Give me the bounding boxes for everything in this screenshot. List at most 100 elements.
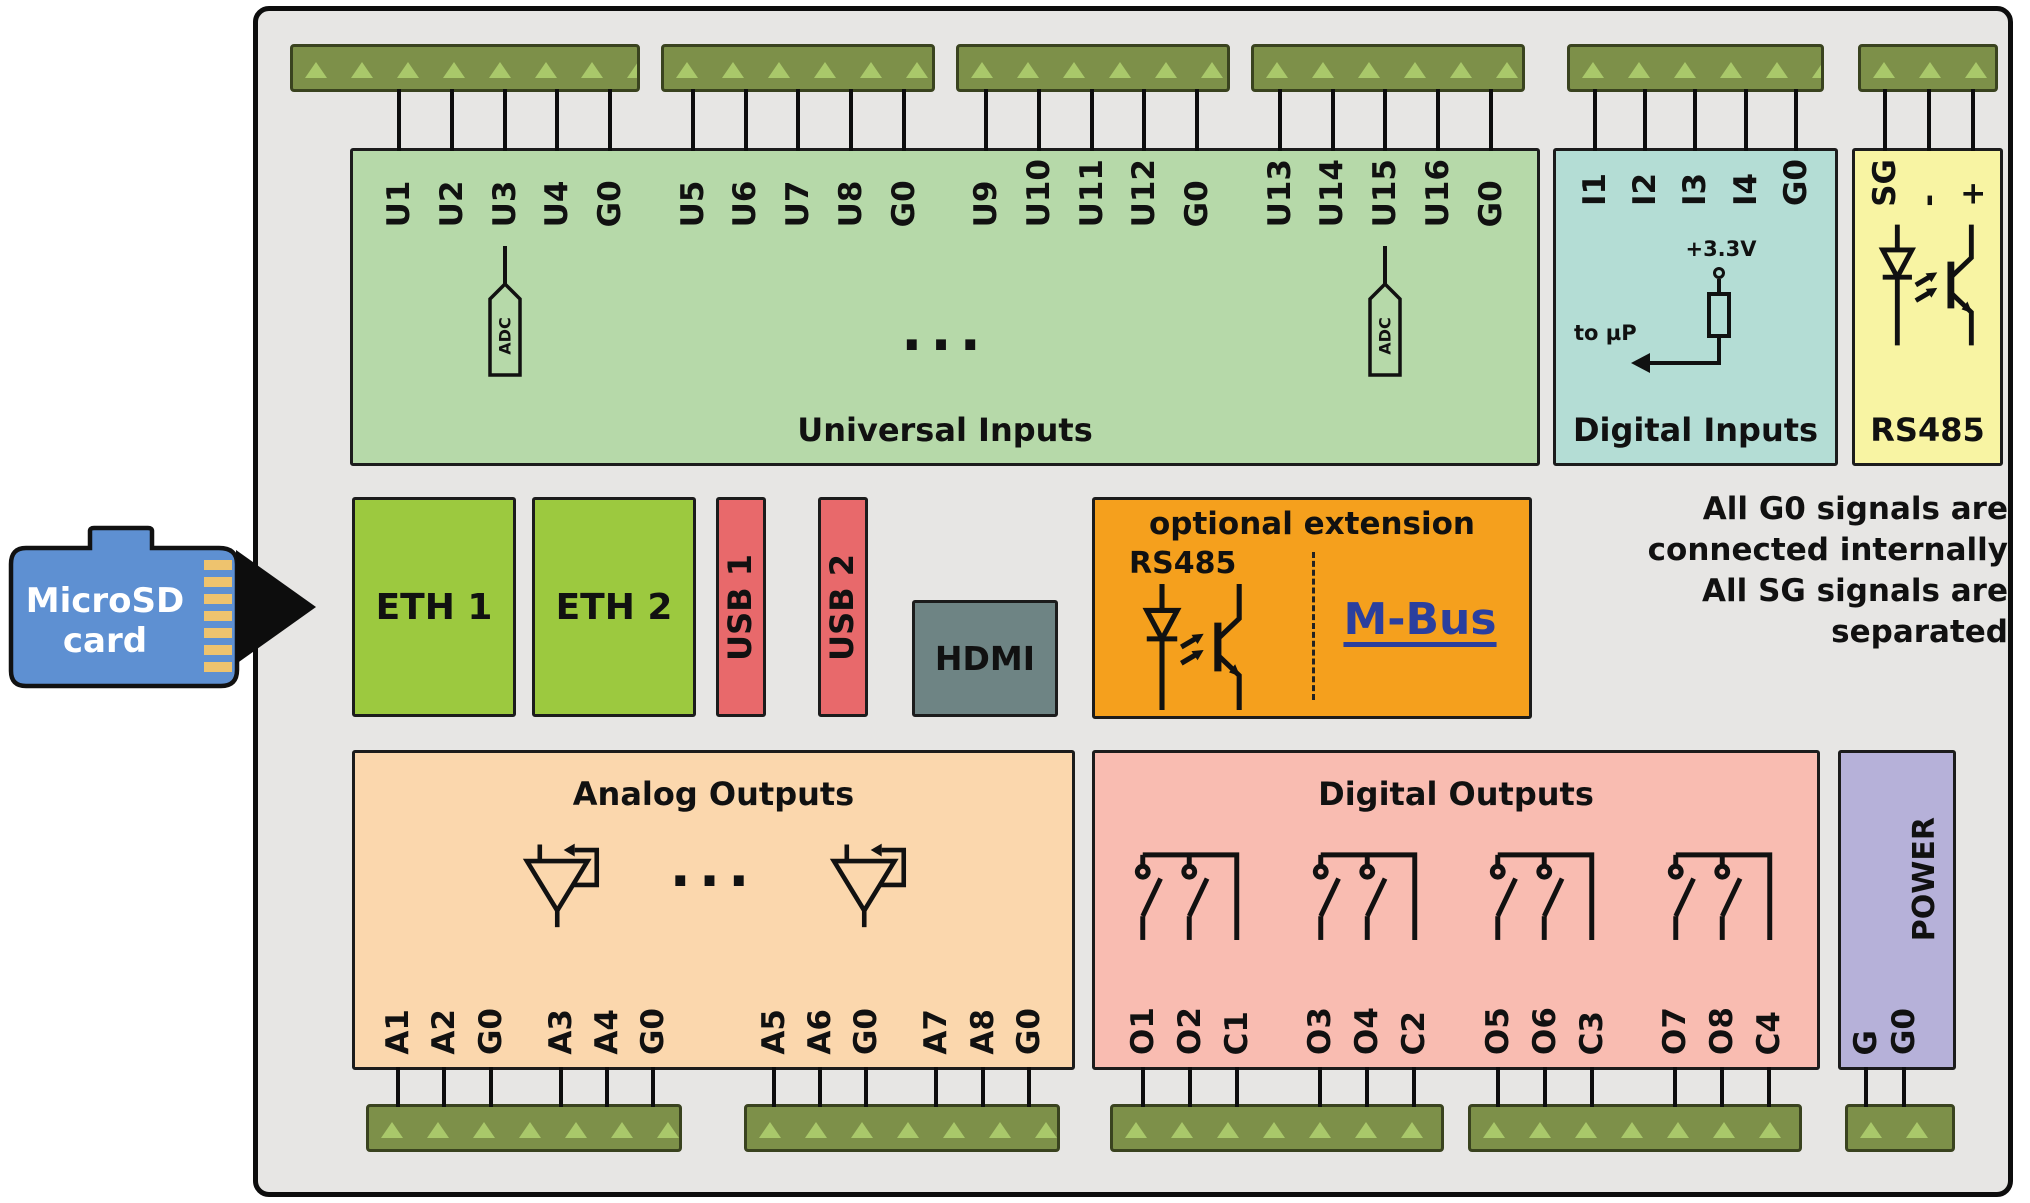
rs485-pin-row: SG - + bbox=[1855, 89, 2000, 207]
pin-o1: O1 bbox=[1121, 917, 1165, 1107]
pin-a8: A8 bbox=[961, 917, 1005, 1107]
pin-wire bbox=[1593, 89, 1598, 151]
terminal-markers-icon bbox=[369, 1107, 679, 1149]
eth2-port: ETH 2 bbox=[532, 497, 696, 717]
universal-inputs-pin-row: U1 U2 U3 U4 G0 U5 U6 U7 U8 G0 U9 U10 U11… bbox=[353, 89, 1537, 228]
digital-outputs-panel: Digital Outputs O1 O2 C1 O3 O4 C2 O5 O6 … bbox=[1092, 750, 1820, 1107]
pin-wire bbox=[488, 1067, 493, 1107]
divider bbox=[1312, 552, 1315, 700]
resistor-icon bbox=[1707, 292, 1731, 338]
pin-c4: C4 bbox=[1747, 917, 1791, 1107]
pin-g0: G0 bbox=[1774, 89, 1818, 206]
panel-title: Universal Inputs bbox=[797, 411, 1093, 449]
pin-o3: O3 bbox=[1298, 917, 1342, 1107]
note-text: All G0 signals are connected internally … bbox=[1540, 489, 2008, 653]
terminal-markers-icon bbox=[1113, 1107, 1441, 1149]
pin-o7: O7 bbox=[1653, 917, 1697, 1107]
pin-label: U1 bbox=[381, 180, 418, 228]
pin-label: U8 bbox=[832, 180, 869, 228]
arrow-right-icon bbox=[236, 550, 316, 664]
pin-label: U15 bbox=[1367, 159, 1404, 228]
terminal-markers-icon bbox=[1861, 47, 1995, 89]
pin-o8: O8 bbox=[1700, 917, 1744, 1107]
opamp-icon bbox=[830, 843, 907, 928]
pin-label: G bbox=[1847, 1029, 1884, 1055]
pin-label: G0 bbox=[1472, 180, 1509, 228]
panel-title: Digital Inputs bbox=[1572, 411, 1819, 449]
pin-wire bbox=[1383, 89, 1388, 151]
optocoupler-icon bbox=[1878, 224, 1974, 346]
pin-label: O6 bbox=[1526, 1007, 1563, 1055]
pin-group: A1 A2 G0 bbox=[375, 917, 514, 1107]
pin-group: O5 O6 C3 bbox=[1474, 917, 1616, 1107]
svg-text:ADC: ADC bbox=[496, 317, 515, 354]
pin-u13: U13 bbox=[1258, 89, 1302, 227]
pin-wire bbox=[608, 89, 613, 151]
pin-wire bbox=[1693, 89, 1698, 151]
circuit-wire bbox=[1717, 279, 1721, 292]
pin-wire bbox=[1277, 89, 1282, 151]
pin-wire bbox=[1026, 1067, 1031, 1107]
pin-label: A7 bbox=[918, 1009, 955, 1055]
pin-label: G0 bbox=[472, 1007, 509, 1055]
pin-a7: A7 bbox=[914, 917, 958, 1107]
pin-label: C2 bbox=[1396, 1010, 1433, 1055]
pin-group: U1 U2 U3 U4 G0 bbox=[373, 89, 637, 228]
pin-group: U13 U14 U15 U16 G0 bbox=[1254, 89, 1518, 228]
adc-icon: ADC bbox=[488, 246, 522, 377]
pin-wire bbox=[984, 89, 989, 151]
pin-label: + bbox=[1954, 180, 1991, 207]
pin-label: G0 bbox=[635, 1007, 672, 1055]
pin-wire bbox=[1883, 89, 1887, 151]
port-label: ETH 1 bbox=[375, 586, 493, 628]
pin-wire bbox=[934, 1067, 939, 1107]
pin-label: O1 bbox=[1124, 1007, 1161, 1055]
pin-i3: I3 bbox=[1673, 89, 1717, 206]
pin-label: G0 bbox=[848, 1007, 885, 1055]
pin-wire bbox=[690, 89, 695, 151]
pin-label: G0 bbox=[1010, 1007, 1047, 1055]
pin-wire bbox=[1673, 1067, 1678, 1107]
arrow-left-icon bbox=[1631, 353, 1650, 373]
pin-group: U9 U10 U11 U12 G0 bbox=[960, 89, 1224, 228]
relay-icon bbox=[1474, 841, 1616, 942]
svg-text:ADC: ADC bbox=[1376, 317, 1395, 354]
pin-i2: I2 bbox=[1623, 89, 1667, 206]
pin-wire bbox=[1767, 1067, 1772, 1107]
pin-wire bbox=[1412, 1067, 1417, 1107]
note-line: separated bbox=[1831, 614, 2008, 650]
hdmi-port: HDMI bbox=[912, 600, 1058, 717]
pin-wire bbox=[1195, 89, 1200, 151]
pin-label: G0 bbox=[1885, 1007, 1922, 1055]
pin-u6: U6 bbox=[724, 89, 768, 228]
pin-label: A2 bbox=[426, 1009, 463, 1055]
pin-a2: A2 bbox=[422, 917, 466, 1107]
terminal-strip-bottom-3 bbox=[1110, 1104, 1444, 1152]
eth1-port: ETH 1 bbox=[352, 497, 516, 717]
pin-label: U6 bbox=[727, 180, 764, 228]
terminal-markers-icon bbox=[1848, 1107, 1952, 1149]
pin-g0: G0 bbox=[882, 89, 926, 227]
pin-label: A1 bbox=[380, 1009, 417, 1055]
pin-c3: C3 bbox=[1570, 917, 1614, 1107]
pin-wire bbox=[1037, 89, 1042, 151]
terminal-markers-icon bbox=[747, 1107, 1057, 1149]
pin-u3: U3 bbox=[483, 89, 527, 227]
svg-text:card: card bbox=[63, 621, 147, 661]
pin-u5: U5 bbox=[671, 89, 715, 227]
pin-minus: - bbox=[1907, 89, 1951, 207]
pin-u1: U1 bbox=[377, 89, 421, 228]
pin-wire bbox=[1488, 89, 1493, 151]
pin-u2: U2 bbox=[430, 89, 474, 227]
pin-label: G0 bbox=[1179, 180, 1216, 228]
terminal-markers-icon bbox=[1254, 47, 1522, 89]
svg-text:MicroSD: MicroSD bbox=[26, 581, 184, 621]
pin-label: O5 bbox=[1479, 1007, 1516, 1055]
pin-u11: U11 bbox=[1070, 89, 1114, 227]
pin-group: O3 O4 C2 bbox=[1297, 917, 1439, 1107]
panel-title: Digital Outputs bbox=[1318, 775, 1594, 813]
pin-c1: C1 bbox=[1215, 917, 1259, 1107]
terminal-strip-top-2 bbox=[661, 44, 935, 92]
terminal-strip-top-6 bbox=[1858, 44, 1998, 92]
pin-wire bbox=[901, 89, 906, 151]
